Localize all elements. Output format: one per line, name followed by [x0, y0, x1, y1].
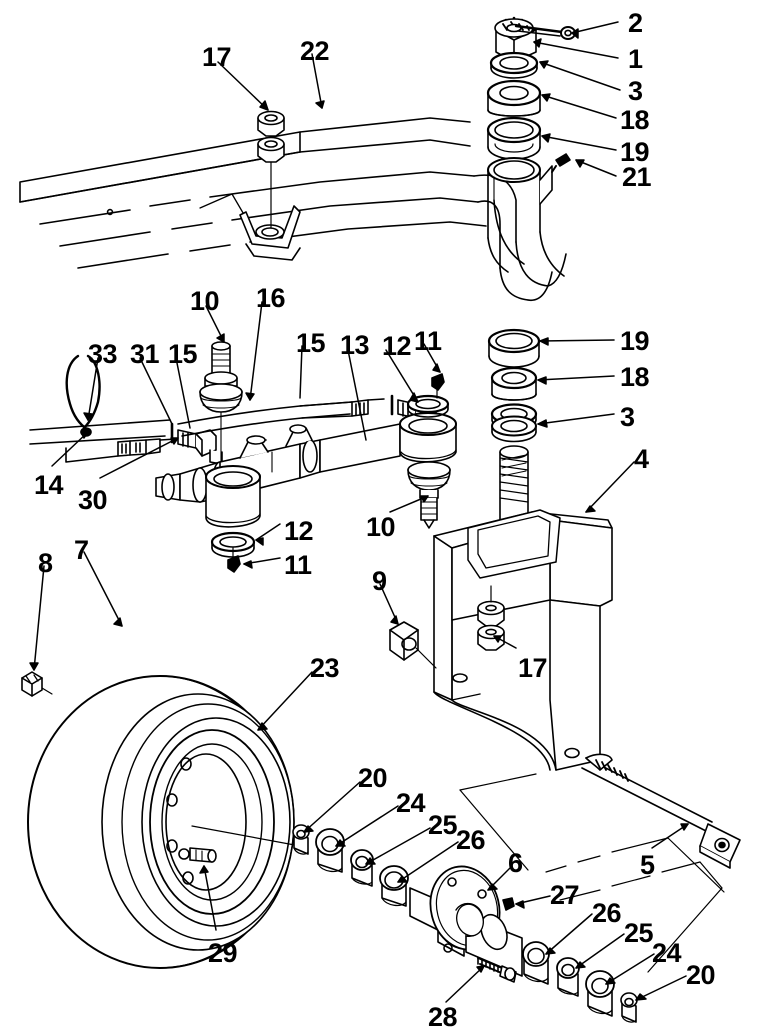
steering-cylinder-13 — [155, 423, 401, 528]
lug-nut-8 — [21, 671, 53, 697]
callout-3b: 3 — [620, 402, 635, 432]
callout-12b: 12 — [284, 516, 314, 546]
callout-8: 8 — [38, 548, 53, 578]
callout-19a: 19 — [620, 137, 650, 167]
callout-28: 28 — [428, 1002, 458, 1032]
lock-washer-27 — [502, 897, 515, 911]
callout-27: 27 — [550, 880, 580, 910]
tie-rod-end-right — [399, 412, 457, 463]
axle-column — [487, 157, 565, 277]
washer-3-lower — [490, 403, 538, 443]
bearing-cup-19-upper — [486, 116, 542, 160]
grease-fitting-11-center — [227, 547, 241, 573]
drag-link-5 — [581, 753, 741, 869]
callout-3a: 3 — [628, 76, 643, 106]
callout-11a: 11 — [414, 326, 442, 356]
hydraulic-hose-left — [29, 419, 177, 463]
callout-18b: 18 — [620, 362, 650, 392]
reference-boundary-lines — [459, 773, 725, 973]
callout-15b: 15 — [296, 328, 326, 358]
locknut-stack-upper — [257, 110, 285, 229]
callout-20a: 20 — [358, 763, 388, 793]
grease-fitting-21 — [551, 153, 571, 173]
callout-15a: 15 — [168, 339, 198, 369]
callout-6: 6 — [508, 848, 523, 878]
callout-24b: 24 — [652, 938, 682, 968]
washer-3-upper — [489, 51, 539, 79]
castle-nut-group — [494, 16, 537, 63]
valve-stem-29 — [178, 847, 217, 863]
bearing-cup-19-lower — [487, 328, 541, 368]
callout-18a: 18 — [620, 105, 650, 135]
callout-10b: 10 — [366, 512, 396, 542]
callout-14: 14 — [34, 470, 64, 500]
callout-5: 5 — [640, 850, 655, 880]
callout-26b: 26 — [592, 898, 622, 928]
grease-fitting-11-right — [431, 373, 445, 399]
callout-23: 23 — [310, 653, 340, 683]
hex-nut-9 — [389, 621, 437, 669]
callout-4: 4 — [634, 444, 649, 474]
callout-1: 1 — [628, 44, 643, 74]
callout-17b: 17 — [518, 653, 548, 683]
v-bracket-upper — [239, 205, 301, 261]
callout-7: 7 — [74, 535, 89, 565]
ball-joint-10-right — [407, 461, 451, 529]
callout-25a: 25 — [428, 810, 458, 840]
callout-22: 22 — [300, 36, 330, 66]
callout-29: 29 — [208, 938, 238, 968]
seal-boot-12-right — [406, 394, 450, 418]
callout-20b: 20 — [686, 960, 716, 990]
yoke-locknuts-17 — [477, 585, 505, 651]
callout-30: 30 — [78, 485, 108, 515]
callout-11b: 11 — [284, 550, 312, 580]
callout-13: 13 — [340, 330, 370, 360]
callout-26a: 26 — [456, 825, 486, 855]
hub-right-stack — [522, 941, 638, 1023]
callout-9: 9 — [372, 566, 387, 596]
callout-25b: 25 — [624, 918, 654, 948]
callout-33: 33 — [88, 339, 118, 369]
bearing-cone-18-lower — [490, 366, 538, 401]
callout-2: 2 — [628, 8, 643, 38]
spindle-yoke-4 — [433, 509, 613, 771]
frame-rail-group — [19, 117, 487, 269]
callout-31: 31 — [130, 339, 160, 369]
seal-boot-12-center — [210, 531, 256, 558]
bearing-cone-18-upper — [486, 79, 542, 117]
callout-10a: 10 — [190, 286, 220, 316]
callout-24a: 24 — [396, 788, 426, 818]
callout-21: 21 — [622, 162, 652, 192]
ball-joint-10-left — [199, 341, 243, 501]
leader-lines — [29, 21, 689, 1003]
callout-19b: 19 — [620, 326, 650, 356]
callout-17a: 17 — [202, 42, 232, 72]
callout-16: 16 — [256, 283, 286, 313]
hub-spindle-6 — [409, 865, 523, 977]
callout-12a: 12 — [382, 331, 412, 361]
